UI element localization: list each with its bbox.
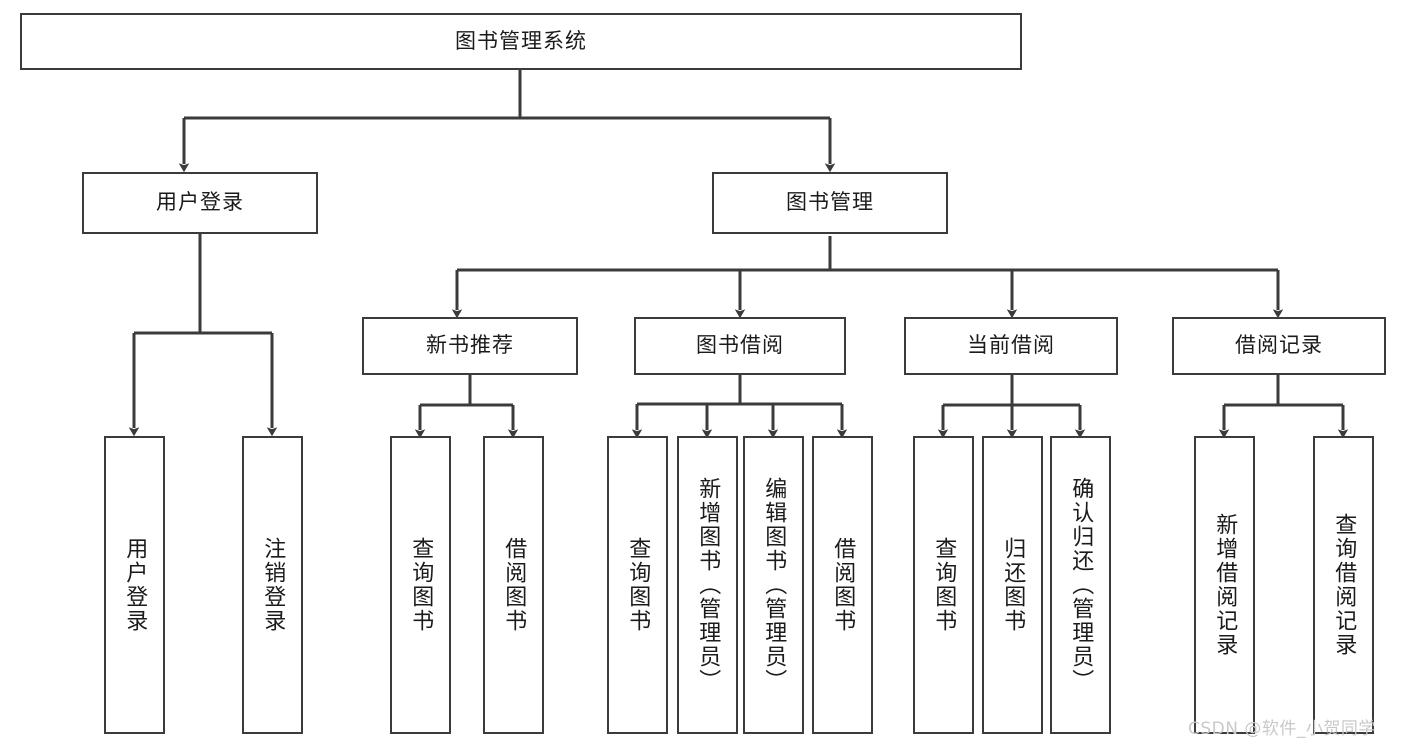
- node-new-book-recommend[interactable]: 新书推荐: [362, 317, 578, 375]
- node-leaf-borrow-book-recommend[interactable]: 借阅图书: [483, 436, 544, 734]
- node-book-management[interactable]: 图书管理: [712, 172, 948, 234]
- node-label: 当前借阅: [967, 333, 1055, 358]
- node-borrow-record[interactable]: 借阅记录: [1172, 317, 1386, 375]
- node-leaf-add-borrow-record[interactable]: 新增借阅记录: [1194, 436, 1255, 734]
- node-leaf-query-book-borrow[interactable]: 查询图书: [607, 436, 668, 734]
- node-book-borrow[interactable]: 图书借阅: [634, 317, 846, 375]
- node-leaf-query-borrow-record[interactable]: 查询借阅记录: [1313, 436, 1374, 734]
- node-leaf-edit-book[interactable]: 编辑图书（管理员）: [743, 436, 804, 734]
- node-leaf-confirm-return[interactable]: 确认归还（管理员）: [1050, 436, 1111, 734]
- node-label: 查询借阅记录: [1331, 513, 1357, 657]
- node-label: 注销登录: [260, 537, 286, 633]
- node-current-borrow[interactable]: 当前借阅: [904, 317, 1118, 375]
- node-label: 用户登录: [156, 190, 244, 215]
- node-root-book-management-system[interactable]: 图书管理系统: [20, 13, 1022, 70]
- node-user-login[interactable]: 用户登录: [82, 172, 318, 234]
- node-label: 用户登录: [122, 537, 148, 633]
- node-label: 查询图书: [625, 537, 651, 633]
- node-leaf-return-book[interactable]: 归还图书: [982, 436, 1043, 734]
- node-label: 图书管理系统: [455, 28, 587, 53]
- node-label: 借阅图书: [830, 537, 856, 633]
- node-label: 图书借阅: [696, 333, 784, 358]
- node-label: 归还图书: [1000, 537, 1026, 633]
- node-leaf-query-book-recommend[interactable]: 查询图书: [390, 436, 451, 734]
- node-label: 借阅记录: [1235, 333, 1323, 358]
- node-label: 确认归还（管理员）: [1068, 477, 1094, 693]
- node-label: 借阅图书: [501, 537, 527, 633]
- node-label: 查询图书: [408, 537, 434, 633]
- node-leaf-logout-login[interactable]: 注销登录: [242, 436, 303, 734]
- node-leaf-borrow-book[interactable]: 借阅图书: [812, 436, 873, 734]
- node-leaf-user-login[interactable]: 用户登录: [104, 436, 165, 734]
- node-label: 编辑图书（管理员）: [761, 477, 787, 693]
- node-leaf-query-book-current[interactable]: 查询图书: [913, 436, 974, 734]
- node-leaf-add-book[interactable]: 新增图书（管理员）: [677, 436, 738, 734]
- node-label: 新书推荐: [426, 333, 514, 358]
- node-label: 新增借阅记录: [1212, 513, 1238, 657]
- node-label: 查询图书: [931, 537, 957, 633]
- csdn-watermark: CSDN @软件_小贺同学: [1188, 719, 1376, 739]
- node-label: 新增图书（管理员）: [695, 477, 721, 693]
- node-label: 图书管理: [786, 190, 874, 215]
